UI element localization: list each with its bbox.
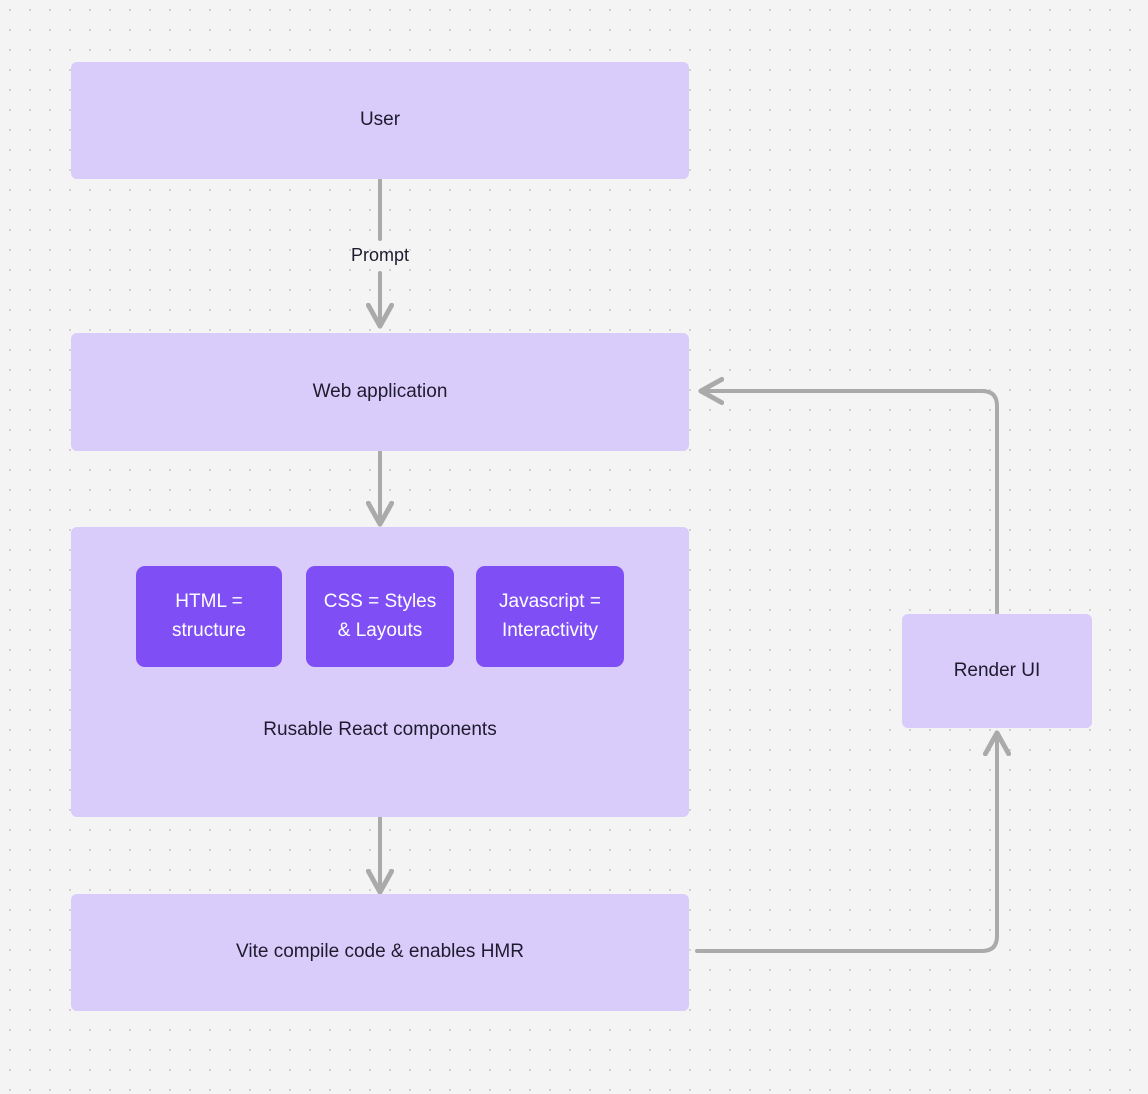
node-render-ui-label: Render UI — [953, 659, 1041, 681]
node-css-label: CSS = Styles & Layouts — [323, 590, 437, 641]
edge-label-prompt: Prompt — [350, 245, 410, 265]
node-javascript-label: Javascript = Interactivity — [499, 590, 601, 641]
node-javascript[interactable]: Javascript = Interactivity — [476, 566, 624, 667]
node-components-group[interactable]: HTML = structure CSS = Styles & Layouts … — [71, 527, 689, 817]
node-css[interactable]: CSS = Styles & Layouts — [306, 566, 454, 667]
node-render-ui[interactable]: Render UI — [902, 614, 1092, 728]
node-vite[interactable]: Vite compile code & enables HMR — [71, 894, 689, 1011]
edge-render-ui-to-web-application — [702, 391, 999, 615]
node-web-application[interactable]: Web application — [71, 333, 689, 451]
node-html-label: HTML = structure — [172, 590, 246, 641]
node-vite-label: Vite compile code & enables HMR — [236, 941, 524, 963]
node-html[interactable]: HTML = structure — [136, 566, 282, 667]
node-components-group-caption: Rusable React components — [263, 719, 497, 740]
node-web-application-label: Web application — [312, 380, 448, 402]
edge-vite-to-render-ui — [695, 734, 997, 953]
node-user-label: User — [359, 109, 401, 131]
node-user[interactable]: User — [71, 62, 689, 179]
